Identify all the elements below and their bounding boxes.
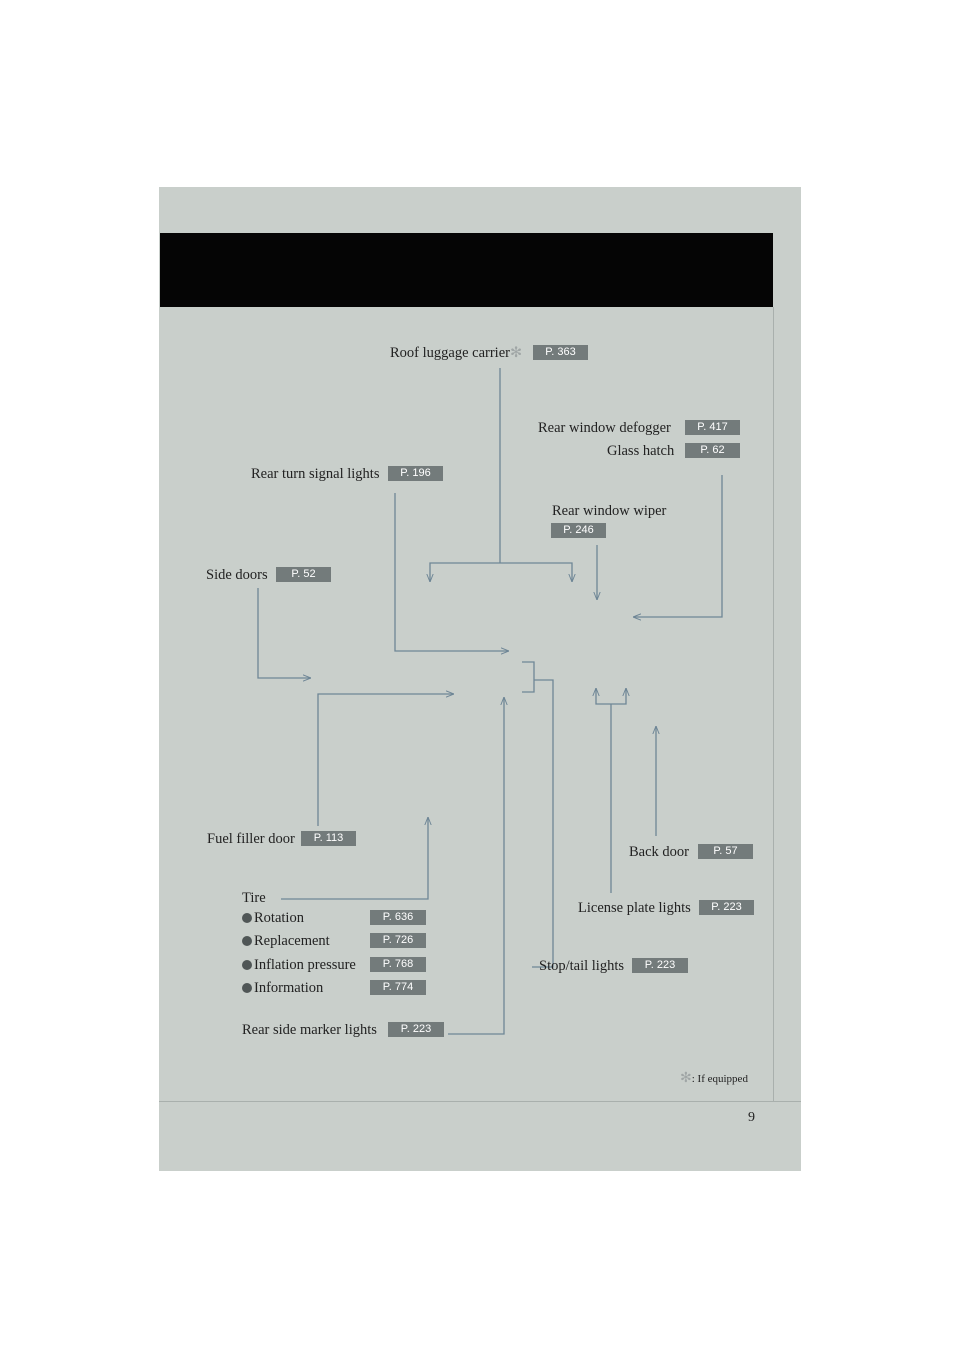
page-ref-license-plate-lights[interactable]: P. 223 — [699, 900, 754, 915]
label-roof-luggage-carrier: Roof luggage carrier✻ — [390, 345, 523, 361]
page-ref-stop-tail-lights[interactable]: P. 223 — [632, 958, 688, 973]
page-ref-rear-side-marker-lights[interactable]: P. 223 — [388, 1022, 444, 1037]
label-tire: Tire — [242, 890, 266, 906]
label-rear-side-marker-lights: Rear side marker lights — [242, 1022, 377, 1038]
line-roof-right — [500, 562, 572, 582]
page-ref-tire-inflation-pressure[interactable]: P. 768 — [370, 957, 426, 972]
label-rear-turn-signal-lights: Rear turn signal lights — [251, 466, 380, 482]
label-side-doors: Side doors — [206, 567, 268, 583]
tire-item-rotation: Rotation — [242, 909, 304, 927]
footer-divider — [159, 1101, 801, 1102]
line-license-right — [611, 688, 626, 705]
label-license-plate-lights: License plate lights — [578, 900, 691, 916]
label-back-door: Back door — [629, 844, 689, 860]
page-ref-side-doors[interactable]: P. 52 — [276, 567, 331, 582]
page-ref-tire-replacement[interactable]: P. 726 — [370, 933, 426, 948]
line-license-left — [596, 688, 611, 705]
page-number: 9 — [748, 1110, 755, 1125]
line-fuel-filler — [317, 694, 454, 826]
footnote-mark: ✻ — [680, 1071, 692, 1086]
page-ref-rear-turn-signal-lights[interactable]: P. 196 — [388, 466, 443, 481]
page-ref-glass-hatch[interactable]: P. 62 — [685, 443, 740, 458]
line-stop-tail — [532, 679, 554, 968]
footnote-text: : If equipped — [691, 1073, 748, 1085]
page-ref-back-door[interactable]: P. 57 — [698, 844, 753, 859]
label-fuel-filler-door: Fuel filler door — [207, 831, 295, 847]
page-ref-tire-information[interactable]: P. 774 — [370, 980, 426, 995]
right-divider — [773, 307, 774, 1101]
page-ref-roof-luggage-carrier[interactable]: P. 363 — [533, 345, 588, 360]
line-rear-side-marker — [448, 697, 504, 1035]
bullet-icon — [242, 936, 252, 946]
label-glass-hatch: Glass hatch — [607, 443, 675, 459]
line-side-doors — [257, 588, 311, 678]
tire-item-inflation-pressure: Inflation pressure — [242, 956, 356, 974]
line-roof-left — [430, 562, 500, 582]
footnote: ✻: If equipped — [680, 1070, 748, 1087]
line-bracket — [522, 661, 535, 693]
line-rear-turn-signal — [394, 493, 509, 651]
page-ref-rear-window-wiper[interactable]: P. 246 — [551, 523, 606, 538]
page-ref-tire-rotation[interactable]: P. 636 — [370, 910, 426, 925]
page-panel — [159, 187, 801, 1171]
bullet-icon — [242, 913, 252, 923]
if-equipped-mark: ✻ — [509, 345, 523, 361]
line-glass-hatch — [633, 475, 723, 617]
line-tire — [281, 817, 428, 900]
header-bar — [160, 233, 773, 307]
bullet-icon — [242, 983, 252, 993]
page-ref-rear-window-defogger[interactable]: P. 417 — [685, 420, 740, 435]
tire-item-replacement: Replacement — [242, 932, 330, 950]
page-ref-fuel-filler-door[interactable]: P. 113 — [301, 831, 356, 846]
label-rear-window-defogger: Rear window defogger — [538, 420, 671, 436]
bullet-icon — [242, 960, 252, 970]
tire-item-information: Information — [242, 979, 323, 997]
label-stop-tail-lights: Stop/tail lights — [539, 958, 624, 974]
label-rear-window-wiper: Rear window wiper — [552, 503, 667, 519]
